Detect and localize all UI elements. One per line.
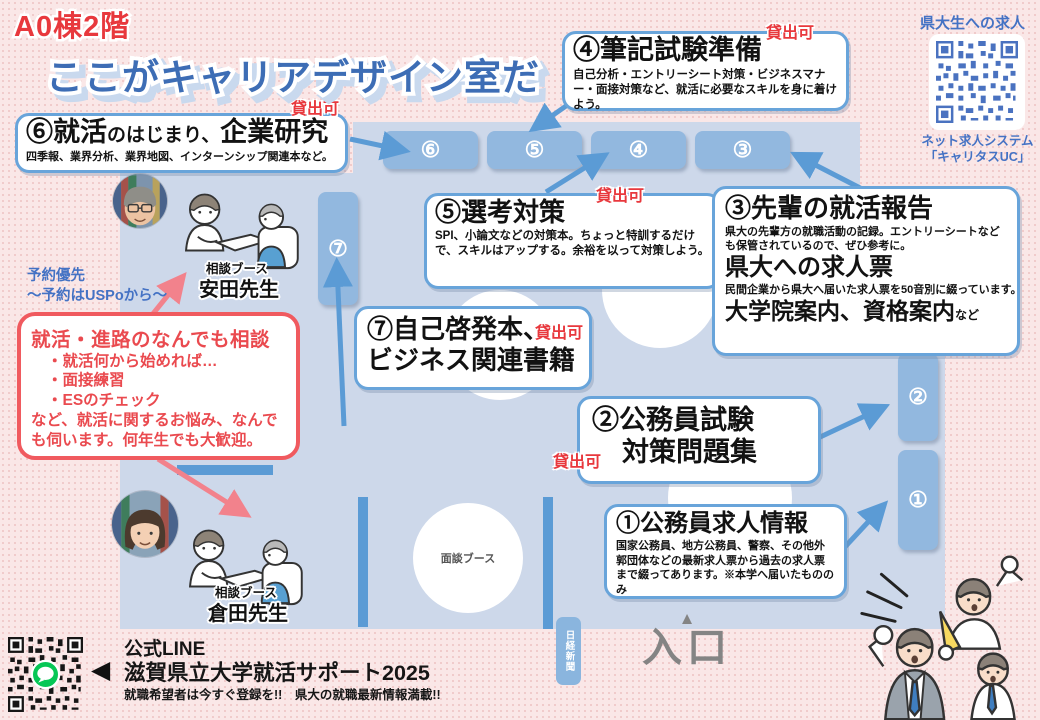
callout-1: ①公務員求人情報 国家公務員、地方公務員、警察、その他外郭団体などの最新求人票か…	[604, 504, 847, 599]
callout-3-desc1: 県大の先輩方の就職活動の記録。エントリーシートなども保管されているので、ぜひ参考…	[725, 225, 1000, 253]
callout-4: ④筆記試験準備 自己分析・エントリーシート対策・ビジネスマナー・面接対策など、就…	[562, 31, 849, 111]
yasuda-avatar-icon	[113, 174, 167, 228]
kurata-avatar-icon	[112, 491, 178, 557]
cheering-students-illustration	[860, 555, 1024, 720]
shelf-6: ⑥	[383, 131, 478, 169]
callout-6-title-tail: 企業研究	[220, 117, 329, 147]
callout-2-title-line2: 対策問題集	[622, 436, 757, 467]
shelf-7: ⑦	[318, 192, 358, 305]
shelf-5-number: ⑤	[524, 137, 545, 162]
newspaper-label: 日経新聞	[563, 630, 575, 672]
callout-6-title-lead: ⑥就活	[26, 117, 107, 147]
consultation-bullet: ・就活何から始めれば…	[47, 353, 218, 370]
line-promo-line2: 滋賀県立大学就活サポート2025	[124, 660, 430, 685]
recruit-qr-caption: ネット求人システム 「キャリタスUC」	[905, 133, 1040, 166]
reservation-note: 予約優先 ～予約はUSPoから～	[27, 266, 167, 307]
callout-6-title-mid: のはじまり、	[107, 125, 221, 146]
callout-2-title-line1: ②公務員試験	[592, 405, 754, 435]
callout-3-title: ③先輩の就活報告	[725, 193, 934, 223]
page-title-shadow: ここがキャリアデザイン室だ	[52, 62, 546, 104]
callout-5-desc: SPI、小論文などの対策本。ちょっと特訓するだけで、スキルはアップする。余裕を以…	[435, 229, 710, 257]
line-pointer-icon: ◀	[91, 656, 111, 684]
booth1-label: 相談ブース	[206, 262, 268, 276]
location-label: A0棟2階	[14, 10, 130, 43]
callout-6: ⑥就活のはじまり、企業研究 四季報、業界分析、業界地図、インターンシップ関連本な…	[15, 113, 348, 173]
newspaper-rack: 日経新聞	[556, 617, 581, 685]
callout-3-title2: 県大への求人票	[725, 253, 893, 281]
consultation-bullet: ・ESのチェック	[47, 391, 161, 409]
shelf-3: ③	[695, 131, 790, 169]
booth2-label: 相談ブース	[215, 586, 277, 600]
callout-7-title-line1: ⑦自己啓発本、	[367, 314, 550, 344]
consultation-title: 就活・進路のなんでも相談	[31, 329, 271, 351]
callout-3-desc2: 民間企業から県大へ届いた求人票を50音別に綴っています。	[725, 284, 1022, 297]
callout-7-title-line2: ビジネス関連書籍	[367, 344, 576, 375]
line-promo-line3: 就職希望者は今すぐ登録を!! 県大の就職最新情報満載!!	[124, 687, 441, 702]
wall-segment	[177, 465, 273, 475]
consultation-box: 就活・進路のなんでも相談 ・就活何から始めれば… ・面接練習 ・ESのチェック …	[17, 312, 300, 460]
wall-segment	[358, 497, 368, 627]
line-qr-code-icon	[8, 637, 83, 712]
poster-title-block: A0棟2階 ここがキャリアデザイン室だ ここがキャリアデザイン室だ	[12, 8, 550, 109]
recruit-qr-caption-line2: 「キャリタスUC」	[924, 150, 1031, 165]
shelf-7-number: ⑦	[328, 235, 348, 261]
shelf-2: ②	[898, 353, 938, 441]
entrance-arrow-icon: ▲	[678, 609, 696, 628]
recruit-qr-caption-line1: ネット求人システム	[921, 134, 1034, 148]
callout-5-title: ⑤選考対策	[435, 197, 566, 227]
lendable-badge: 貸出可	[766, 25, 815, 42]
interview-booth-circle: 面談ブース	[413, 503, 523, 613]
teacher2-name: 倉田先生	[208, 603, 288, 625]
teacher-kurata-photo	[112, 491, 178, 557]
line-promo-line1: 公式LINE	[124, 639, 206, 660]
reservation-note-line1: 予約優先	[27, 268, 85, 284]
line-promo-texts: 公式LINE 滋賀県立大学就活サポート2025 就職希望者は今すぐ登録を!! 県…	[124, 639, 544, 703]
lendable-badge: 貸出可	[291, 101, 340, 118]
callout-2: ②公務員試験 対策問題集	[577, 396, 821, 484]
entrance-marker: ▲ 入口	[632, 610, 742, 669]
callout-3-title3: 大学院案内、資格案内	[725, 297, 955, 324]
lendable-badge: 貸出可	[534, 325, 583, 342]
callout-7: 貸出可 ⑦自己啓発本、 ビジネス関連書籍	[354, 306, 592, 390]
callout-5: ⑤選考対策 SPI、小論文などの対策本。ちょっと特訓するだけで、スキルはアップす…	[424, 193, 721, 289]
shelf-2-number: ②	[908, 384, 928, 409]
callout-1-title: ①公務員求人情報	[616, 510, 808, 537]
page-title: ここがキャリアデザイン室だ	[46, 56, 540, 98]
entrance-label: 入口	[642, 626, 732, 670]
shelf-4-number: ④	[628, 137, 649, 162]
callout-3-title3-suffix: など	[955, 307, 980, 322]
wall-segment	[543, 497, 553, 629]
callout-6-desc: 四季報、業界分析、業界地図、インターンシップ関連本など。	[26, 150, 333, 163]
shelf-6-number: ⑥	[420, 137, 441, 162]
callout-4-title: ④筆記試験準備	[573, 35, 762, 65]
teacher1-name: 安田先生	[199, 279, 279, 301]
consultation-bullet: ・面接練習	[47, 372, 125, 390]
reservation-note-line2: ～予約はUSPoから～	[27, 288, 168, 305]
shelf-5: ⑤	[487, 131, 582, 169]
shelf-4: ④	[591, 131, 686, 169]
consultation-closing: など、就活に関するお悩み、なんでも伺います。何年生でも大歓迎。	[31, 412, 278, 449]
recruit-qr-card	[929, 34, 1025, 130]
callout-3: ③先輩の就活報告 県大の先輩方の就職活動の記録。エントリーシートなども保管されて…	[712, 186, 1022, 356]
shelf-1: ①	[898, 450, 938, 550]
shelf-1-number: ①	[908, 487, 928, 512]
callout-4-desc: 自己分析・エントリーシート対策・ビジネスマナー・面接対策など、就活に必要なスキル…	[573, 68, 837, 112]
recruit-qr-heading: 県大生への求人	[919, 15, 1025, 32]
callout-1-desc: 国家公務員、地方公務員、警察、その他外郭団体などの最新求人票から過去の求人票まで…	[616, 540, 835, 596]
teacher-yasuda-photo	[113, 174, 167, 228]
recruit-qr-code-icon	[936, 41, 1018, 123]
lendable-badge: 貸出可	[553, 454, 602, 471]
lendable-badge: 貸出可	[596, 188, 645, 205]
shelf-3-number: ③	[732, 137, 753, 162]
interview-booth-label: 面談ブース	[440, 553, 496, 565]
